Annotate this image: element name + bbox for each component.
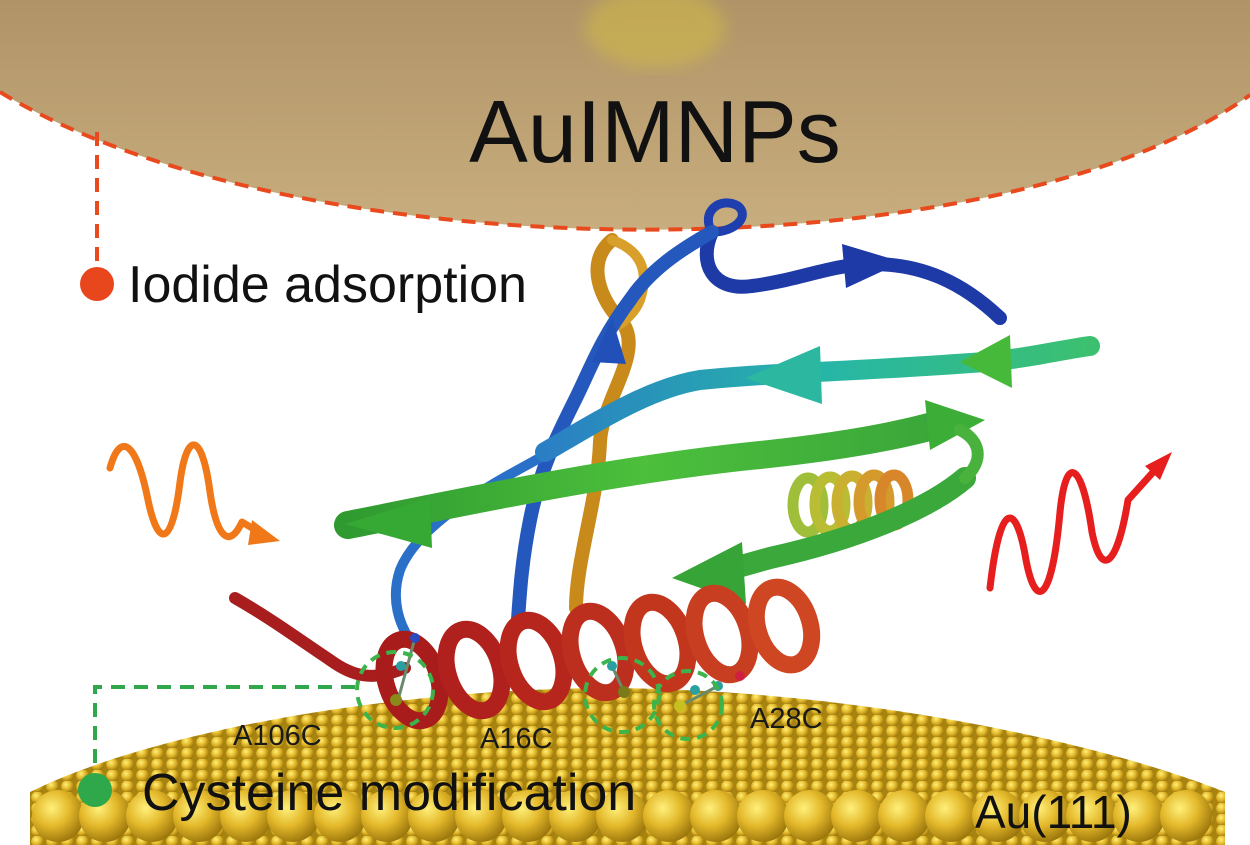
gold-atom: [925, 790, 977, 842]
nanoparticle-dashed-edge: [0, 90, 1250, 232]
top-green-arrowhead: [960, 335, 1012, 388]
site-a28c-circle: [652, 669, 724, 741]
gold-atom: [1019, 790, 1071, 842]
gold-atom: [455, 790, 507, 842]
helix-turn: [747, 578, 821, 674]
blue-up-arrowhead: [592, 318, 626, 364]
helix-turn: [623, 593, 697, 693]
site-a16c-circle: [583, 656, 661, 734]
gold-atom: [173, 790, 225, 842]
gold-surface: [30, 688, 1225, 845]
green-middle-strand: [334, 410, 954, 539]
gold-atom: [408, 790, 460, 842]
gold-atom: [831, 790, 883, 842]
scattered-wave-arrowhead: [1145, 452, 1172, 480]
gold-atom: [267, 790, 319, 842]
gold-atom: [878, 790, 930, 842]
gold-atom: [549, 790, 601, 842]
gold-atom: [361, 790, 413, 842]
gold-nanoparticle: AuIMNPs: [0, 0, 1250, 232]
gold-atom-row: [32, 790, 1212, 842]
red-helix: [375, 578, 821, 730]
gold-atom: [126, 790, 178, 842]
green-lower-loop: [954, 424, 984, 484]
scattered-light-wave: [986, 452, 1172, 595]
blue-top-loop: [703, 198, 747, 237]
gold-atom: [220, 790, 272, 842]
gold-atom: [643, 790, 695, 842]
gold-atom: [596, 790, 648, 842]
blue-strand-down: [511, 225, 719, 627]
green-lower-strand: [709, 467, 976, 583]
surface-label: Au(111): [975, 786, 1132, 838]
site-label-a16c: A16C: [480, 723, 553, 755]
green-left-arrowhead: [345, 498, 432, 548]
protein-ribbon: [229, 198, 1100, 730]
blue-arrowhead: [842, 244, 902, 288]
cysteine-dashed-connector: [93, 685, 355, 768]
helix-turn: [437, 620, 511, 720]
gold-atom: [972, 790, 1024, 842]
gold-atom: [737, 790, 789, 842]
incident-light-wave: [106, 441, 280, 545]
site-label-a28c: A28C: [750, 703, 823, 735]
iodide-callout: Iodide adsorption: [80, 132, 527, 314]
helix-turn: [499, 611, 573, 711]
gold-atom: [502, 790, 554, 842]
blue-strand-right: [699, 225, 1007, 325]
helix-turn: [685, 584, 759, 684]
gold-atom: [1160, 790, 1212, 842]
orange-strand: [569, 233, 636, 615]
gold-atom: [690, 790, 742, 842]
helix-turn: [375, 630, 449, 730]
nanoparticle-label: AuIMNPs: [469, 82, 841, 181]
cysteine-marker-dot: [78, 773, 112, 807]
iodide-label: Iodide adsorption: [128, 256, 527, 314]
blue-lower-loop: [390, 450, 550, 645]
cysteine-label: Cysteine modification: [142, 764, 636, 822]
site-a106c-circle: [355, 650, 435, 730]
gold-atom: [1066, 790, 1118, 842]
teal-arrowhead: [745, 346, 822, 404]
site-label-a106c: A106C: [233, 720, 322, 752]
cysteine-callout: Cysteine modification: [78, 685, 636, 822]
cysteine-site-highlights: [355, 650, 724, 741]
gold-atom: [784, 790, 836, 842]
incident-wave-arrowhead: [248, 520, 280, 545]
gold-atom: [1113, 790, 1165, 842]
green-middle-arrowhead: [925, 400, 985, 450]
helix-turn: [561, 602, 635, 702]
gold-atom: [314, 790, 366, 842]
gold-atom: [32, 790, 84, 842]
iodide-marker-dot: [80, 267, 114, 301]
blurred-reflection: [585, 0, 725, 68]
